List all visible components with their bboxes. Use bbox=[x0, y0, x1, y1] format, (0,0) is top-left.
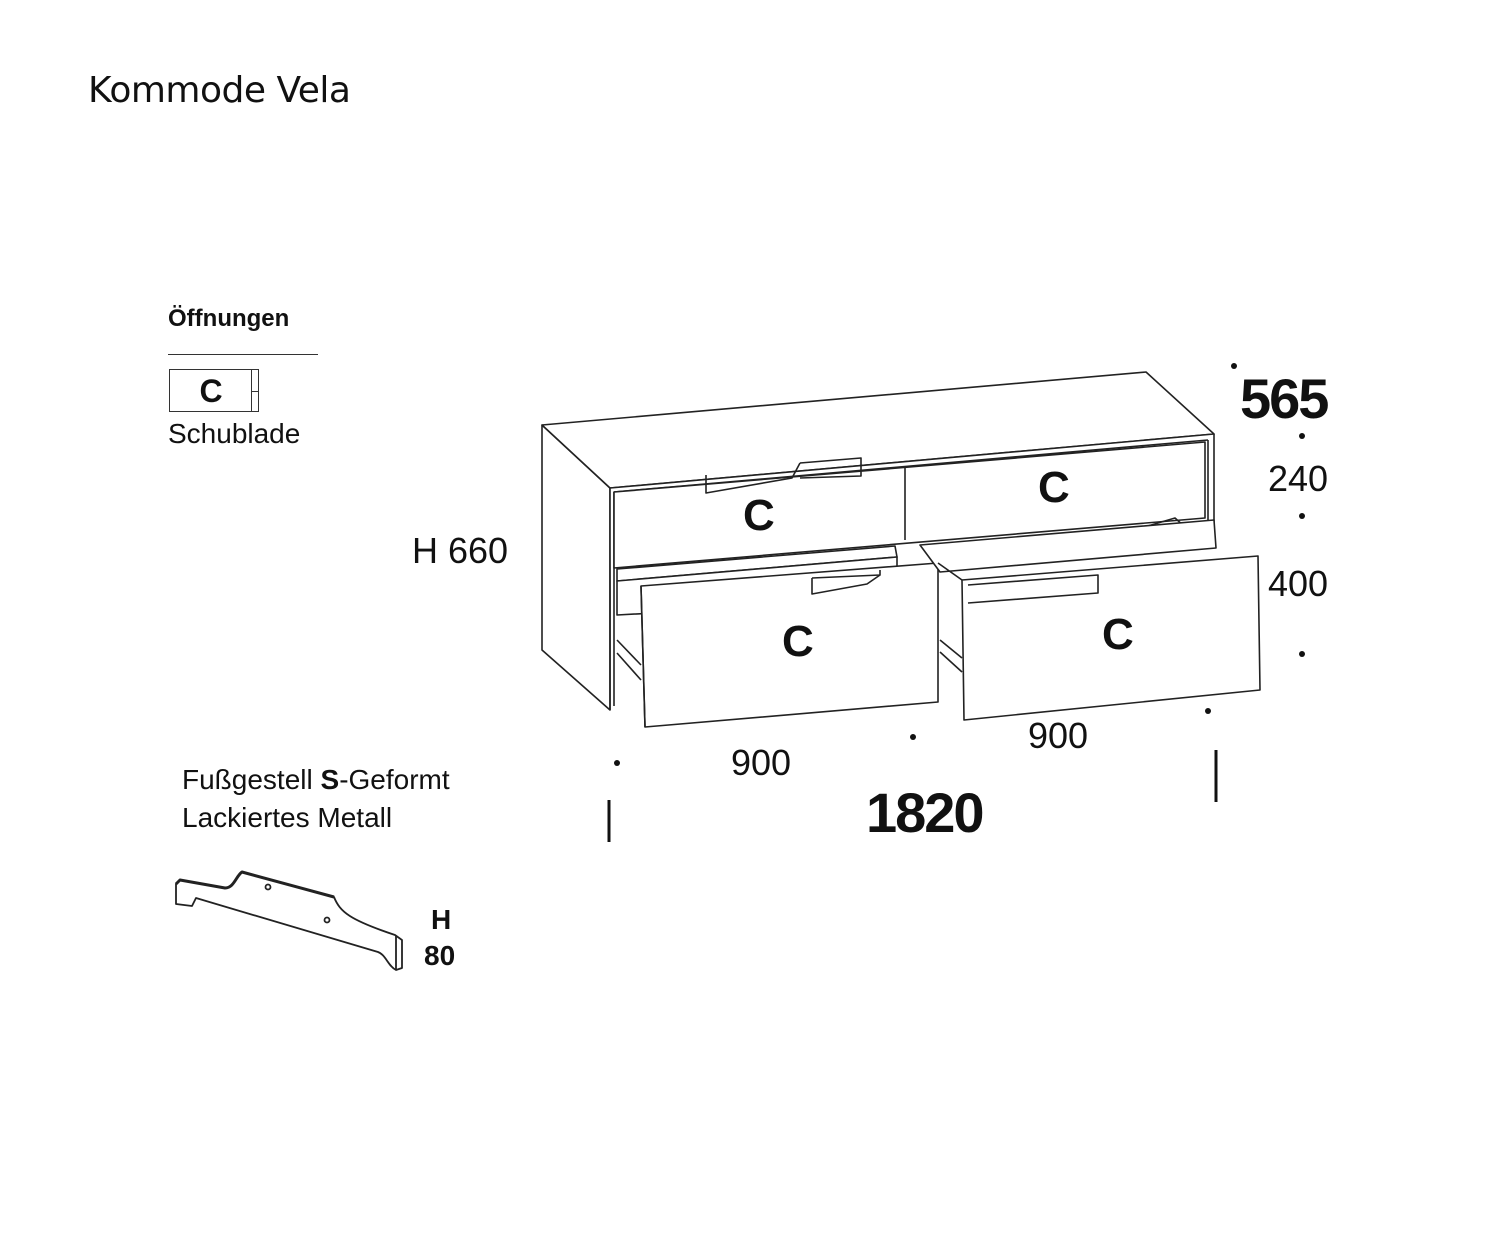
page-title: Kommode Vela bbox=[88, 70, 351, 111]
right-width-dimension: 900 bbox=[1028, 715, 1089, 756]
legend-divider bbox=[168, 354, 318, 355]
legend-code: C bbox=[199, 373, 223, 409]
legend-drawer-symbol: C bbox=[169, 369, 259, 412]
legend-heading: Öffnungen bbox=[168, 305, 290, 332]
base-type-suffix: -Geformt bbox=[339, 764, 450, 795]
drawer-label-top-left: C bbox=[743, 491, 775, 540]
height-dimension: H 660 bbox=[412, 530, 509, 571]
base-type-prefix: Fußgestell bbox=[182, 764, 321, 795]
drawer-label-bottom-right: C bbox=[1102, 610, 1134, 659]
drawer-label-bottom-left: C bbox=[782, 617, 814, 666]
total-width-dimension: 1820 bbox=[866, 781, 985, 844]
left-width-dimension: 900 bbox=[731, 742, 792, 783]
dimension-dots bbox=[614, 363, 1305, 766]
depth-dimension: 565 bbox=[1240, 367, 1329, 430]
base-height-value: 80 bbox=[424, 940, 456, 971]
base-height-label: H bbox=[431, 904, 452, 935]
drawer-label-top-right: C bbox=[1038, 463, 1070, 512]
base-foot-drawing bbox=[174, 870, 403, 971]
legend-label: Schublade bbox=[168, 418, 301, 449]
base-type-bold: S bbox=[320, 764, 340, 795]
bottom-drawer-height-dimension: 400 bbox=[1268, 563, 1329, 604]
base-material-label: Lackiertes Metall bbox=[182, 802, 393, 833]
cabinet-drawing bbox=[541, 371, 1261, 728]
dimension-ticks bbox=[607, 750, 1218, 842]
top-drawer-height-dimension: 240 bbox=[1268, 458, 1329, 499]
base-type-label: Fußgestell S-Geformt bbox=[182, 764, 450, 796]
drawer-tab-icon bbox=[251, 370, 258, 411]
